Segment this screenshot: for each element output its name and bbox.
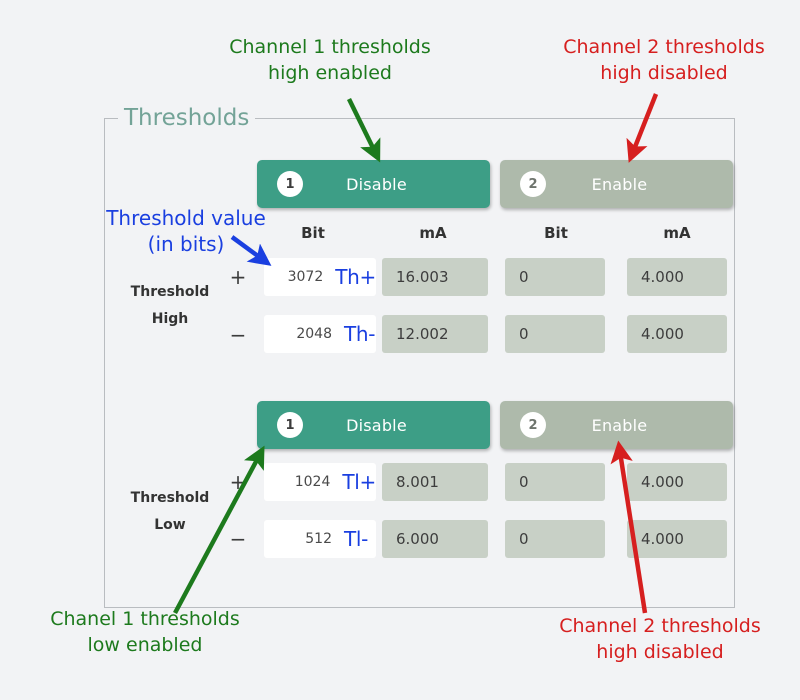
channel2-threshold-high-toggle-button[interactable]: 2 Enable (500, 160, 733, 208)
annotation-channel2-low-disabled: Channel 2 thresholds high disabled (559, 615, 761, 663)
ch2-threshold-high-plus-ma-field: 4.000 (627, 258, 727, 296)
ch1-threshold-high-minus-bit-input[interactable]: 2048 Th- (264, 315, 376, 353)
ch1-threshold-low-plus-bit-input[interactable]: 1024 Tl+ (264, 463, 376, 501)
ch1-threshold-low-minus-bit-value: 512 (305, 531, 332, 547)
ch2-threshold-low-plus-ma-field: 4.000 (627, 463, 727, 501)
threshold-high-plus-sign: + (229, 265, 247, 289)
threshold-high-minus-sign: − (229, 323, 247, 347)
channel1-threshold-high-toggle-button[interactable]: 1 Disable (257, 160, 490, 208)
ch1-threshold-low-plus-ma-field: 8.001 (382, 463, 488, 501)
annotation-channel1-high-enabled: Channel 1 thresholds high enabled (229, 36, 431, 84)
ch1-threshold-high-minus-bit-value: 2048 (296, 326, 332, 342)
ch1-threshold-high-minus-tag: Th- (344, 322, 376, 346)
ch2-threshold-low-plus-bit-field: 0 (505, 463, 605, 501)
ch1-threshold-high-plus-bit-value: 3072 (287, 269, 324, 285)
channel2-threshold-low-toggle-label: Enable (591, 415, 648, 435)
threshold-low-plus-sign: + (229, 470, 247, 494)
channel2-threshold-low-toggle-button[interactable]: 2 Enable (500, 401, 733, 449)
ch2-threshold-low-minus-bit-field: 0 (505, 520, 605, 558)
annotation-channel1-low-enabled: Chanel 1 thresholds low enabled (50, 608, 240, 656)
column-header-ch2-ma: mA (663, 224, 691, 242)
channel2-badge: 2 (520, 171, 546, 197)
threshold-low-label: Threshold Low (110, 485, 230, 539)
ch1-threshold-low-minus-bit-input[interactable]: 512 Tl- (264, 520, 376, 558)
threshold-high-label-line1: Threshold (130, 284, 210, 300)
ch1-threshold-low-plus-ma-value: 8.001 (396, 473, 439, 491)
ch1-threshold-high-minus-ma-field: 12.002 (382, 315, 488, 353)
ch2-threshold-low-minus-ma-value: 4.000 (641, 530, 684, 548)
ch2-threshold-high-plus-bit-field: 0 (505, 258, 605, 296)
annotation-threshold-value-in-bits: Threshold value (in bits) (106, 206, 266, 256)
ch2-threshold-low-minus-ma-field: 4.000 (627, 520, 727, 558)
ch1-threshold-low-plus-bit-value: 1024 (294, 474, 331, 490)
ch2-threshold-high-minus-bit-field: 0 (505, 315, 605, 353)
ch1-threshold-high-plus-bit-input[interactable]: 3072 Th+ (264, 258, 376, 296)
channel1-threshold-low-toggle-label: Disable (346, 415, 407, 435)
channel1-threshold-high-toggle-label: Disable (346, 174, 407, 194)
ch2-threshold-high-minus-ma-field: 4.000 (627, 315, 727, 353)
ch1-threshold-high-minus-ma-value: 12.002 (396, 325, 449, 343)
channel1-badge: 1 (277, 171, 303, 197)
ch1-threshold-low-minus-tag: Tl- (344, 527, 369, 551)
channel1-badge-low: 1 (277, 412, 303, 438)
threshold-high-label-line2: High (151, 311, 189, 327)
ch1-threshold-high-plus-ma-field: 16.003 (382, 258, 488, 296)
ch1-threshold-high-plus-ma-value: 16.003 (396, 268, 449, 286)
ch1-threshold-low-minus-ma-field: 6.000 (382, 520, 488, 558)
threshold-high-label: Threshold High (110, 279, 230, 333)
annotation-channel2-high-disabled: Channel 2 thresholds high disabled (563, 36, 765, 84)
ch2-threshold-low-plus-ma-value: 4.000 (641, 473, 684, 491)
ch2-threshold-high-plus-bit-value: 0 (519, 268, 529, 286)
ch1-threshold-high-plus-tag: Th+ (335, 265, 376, 289)
ch1-threshold-low-minus-ma-value: 6.000 (396, 530, 439, 548)
threshold-low-label-line2: Low (154, 517, 186, 533)
channel1-threshold-low-toggle-button[interactable]: 1 Disable (257, 401, 490, 449)
channel2-threshold-high-toggle-label: Enable (591, 174, 648, 194)
ch2-threshold-high-minus-ma-value: 4.000 (641, 325, 684, 343)
channel2-badge-low: 2 (520, 412, 546, 438)
thresholds-panel (104, 118, 735, 608)
ch2-threshold-low-plus-bit-value: 0 (519, 473, 529, 491)
threshold-low-label-line1: Threshold (130, 490, 210, 506)
column-header-ch1-ma: mA (419, 224, 447, 242)
ch1-threshold-low-plus-tag: Tl+ (342, 470, 376, 494)
ch2-threshold-high-minus-bit-value: 0 (519, 325, 529, 343)
ch2-threshold-low-minus-bit-value: 0 (519, 530, 529, 548)
ch2-threshold-high-plus-ma-value: 4.000 (641, 268, 684, 286)
column-header-ch2-bit: Bit (544, 224, 568, 242)
thresholds-panel-legend: Thresholds (118, 104, 256, 132)
column-header-ch1-bit: Bit (301, 224, 325, 242)
threshold-low-minus-sign: − (229, 527, 247, 551)
